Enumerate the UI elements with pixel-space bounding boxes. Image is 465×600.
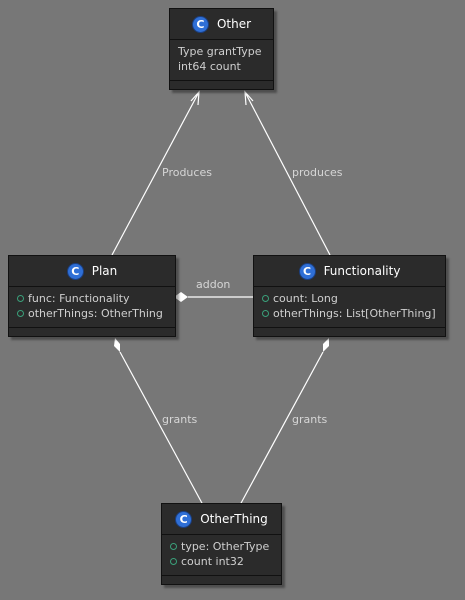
class-other-methods (170, 81, 273, 89)
arrowhead-plan-other (190, 90, 200, 106)
attribute: func: Functionality (17, 291, 175, 306)
class-functionality-header: C Functionality (254, 256, 445, 287)
class-otherthing[interactable]: C OtherThing type: OtherType count int32 (161, 503, 282, 585)
class-otherthing-attributes: type: OtherType count int32 (162, 535, 281, 576)
class-plan-name: Plan (91, 264, 118, 278)
label-plan-produces: Produces (162, 166, 212, 179)
public-visibility-icon (170, 543, 177, 550)
class-functionality[interactable]: C Functionality count: Long otherThings:… (253, 255, 446, 337)
class-otherthing-methods (162, 576, 281, 584)
class-functionality-methods (254, 328, 445, 336)
public-visibility-icon (17, 310, 24, 317)
attribute: type: OtherType (170, 539, 281, 554)
class-plan-header: C Plan (9, 256, 175, 287)
public-visibility-icon (262, 295, 269, 302)
class-badge-icon: C (175, 510, 193, 528)
class-other-name: Other (216, 17, 252, 31)
class-otherthing-header: C OtherThing (162, 504, 281, 535)
class-functionality-attributes: count: Long otherThings: List[OtherThing… (254, 287, 445, 328)
diamond-addon (174, 292, 188, 302)
label-func-produces: produces (292, 166, 343, 179)
label-addon: addon (196, 278, 231, 291)
edge-plan-produces (111, 91, 200, 256)
attribute: int64 count (178, 60, 241, 73)
attribute: count int32 (170, 554, 281, 569)
class-plan-methods (9, 328, 175, 336)
public-visibility-icon (262, 310, 269, 317)
class-otherthing-name: OtherThing (200, 512, 268, 526)
edge-func-grants (239, 351, 324, 506)
class-plan[interactable]: C Plan func: Functionality otherThings: … (8, 255, 176, 337)
diamond-func-grants (323, 338, 329, 352)
class-other-header: C Other (170, 9, 273, 40)
label-func-grants: grants (292, 413, 328, 426)
class-badge-icon: C (66, 262, 84, 280)
class-functionality-name: Functionality (323, 264, 401, 278)
edge-func-produces (244, 91, 331, 256)
class-badge-icon: C (191, 15, 209, 33)
attribute: count: Long (262, 291, 445, 306)
class-badge-icon: C (298, 262, 316, 280)
public-visibility-icon (17, 295, 24, 302)
public-visibility-icon (170, 558, 177, 565)
edge-plan-grants (119, 351, 204, 506)
attribute: otherThings: List[OtherThing] (262, 306, 445, 321)
diamond-plan-grants (114, 338, 120, 352)
arrowhead-func-other (244, 90, 254, 106)
class-plan-attributes: func: Functionality otherThings: OtherTh… (9, 287, 175, 328)
class-other[interactable]: C Other Type grantType int64 count (169, 8, 274, 90)
label-plan-grants: grants (162, 413, 198, 426)
attribute: Type grantType (178, 45, 262, 58)
attribute: otherThings: OtherThing (17, 306, 175, 321)
class-other-attributes: Type grantType int64 count (170, 40, 273, 81)
